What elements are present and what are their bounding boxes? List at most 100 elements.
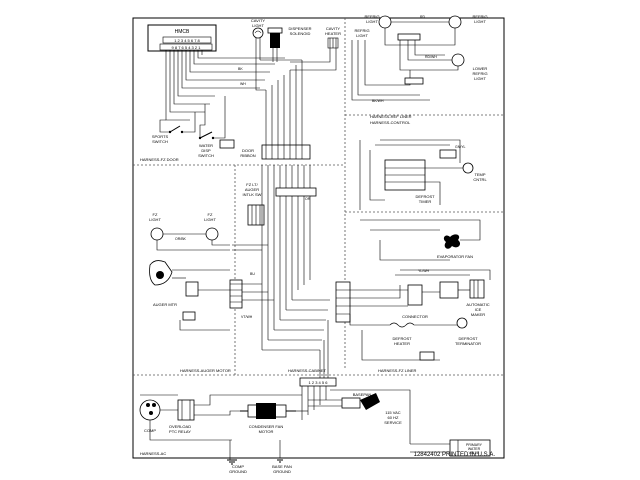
basepan-label: BASEPAN [353, 392, 372, 397]
wire-code: BU [250, 272, 255, 276]
wire-code: GN/YL [455, 145, 466, 149]
cavity-heater-label-2: HEATER [325, 31, 341, 36]
defrost-terminator-label-1: DEFROST [458, 336, 478, 341]
harness-fz-liner-label: HARNESS-FZ LINER [378, 368, 417, 373]
cavity-heater-label-1: CAVITY [326, 26, 340, 31]
refrig-light-right-label-1: REFRIG [472, 14, 487, 19]
condenser-fan-motor-label-2: MOTOR [259, 429, 274, 434]
fill-valve-label-3: VALVE [469, 451, 480, 455]
control-section: DEFROST TIMER TEMP CNTRL [359, 139, 487, 210]
base-pan-ground-label-1: BASE PAN [272, 464, 292, 469]
hmcb-pins-bottom: 9 8 7 6 5 4 3 2 1 [172, 45, 202, 50]
fz-light-auger-label-1: FZ LT/ [246, 182, 258, 187]
door-ribbon: DOOR RIBBON [240, 59, 311, 160]
water-disp-switch-label-3: SWITCH [198, 153, 214, 158]
fz-light-left-label-2: LIGHT [149, 217, 161, 222]
service-cord-label-1: 115 VAC [385, 410, 401, 415]
refrig-light-upper-label-2: LIGHT [366, 19, 378, 24]
cavity-light-label-1: CAVITY [251, 18, 265, 23]
fz-light-auger-label-2: AUGER [245, 187, 259, 192]
defrost-heater-label-1: DEFROST [392, 336, 412, 341]
refrig-lights: REFRIG LIGHT REFRIG LIGHT LOWER REFRIG L… [351, 14, 488, 101]
door-ribbon-label-2: RIBBON [240, 153, 255, 158]
auger-motor: AUGER MTR [149, 260, 274, 331]
base-pan-ground-label-2: GROUND [273, 469, 291, 474]
fill-valve-label-2: WATER [468, 447, 481, 451]
wire-code-labels: BK WH BU OR RD GN/YL BK/WH RD/WH OR/BK Y… [175, 15, 466, 319]
cabinet-pins: 1 2 3 4 5 6 [309, 380, 329, 385]
automatic-ice-maker-label-2: ICE [475, 307, 482, 312]
dispenser-solenoid-label-2: SOLENOID [290, 31, 311, 36]
water-disp-switch-label-2: DISP [201, 148, 211, 153]
fz-liner-section: EVAPORATOR FAN AUTOMATIC ICE MAKER CONNE… [349, 219, 491, 361]
water-disp-switch-label-1: WATER [199, 143, 213, 148]
wire-code: BK [238, 67, 243, 71]
temp-cntrl-label-2: CNTRL [473, 177, 487, 182]
wire-code: WH [240, 82, 246, 86]
fz-light-right-label-2: LIGHT [204, 217, 216, 222]
main-harness-bundle [232, 165, 330, 351]
comp-ground-label-2: GROUND [229, 469, 247, 474]
refrig-light-right-label-2: LIGHT [474, 19, 486, 24]
condenser-fan-motor-label-1: CONDENSER FAN [249, 424, 284, 429]
wire-code: OR/BK [175, 237, 187, 241]
automatic-ice-maker-label-1: AUTOMATIC [466, 302, 489, 307]
cavity-heater: CAVITY HEATER [290, 26, 341, 71]
lower-refrig-light-label-1: LOWER [473, 66, 488, 71]
refrig-light-upper-label-1: REFRIG [364, 14, 379, 19]
refrig-light-mid-label-2: LIGHT [356, 33, 368, 38]
fz-light-auger-switch: FZ LT/ AUGER INTLK SW [243, 182, 265, 226]
harness-cabinet-label: HARNESS-CABINET [288, 368, 327, 373]
fz-lights: FZ LIGHT FZ LIGHT [149, 212, 230, 251]
wire-code: RD [420, 15, 426, 19]
fill-valve-label-1: PRIMARY [466, 443, 483, 447]
evaporator-fan-label: EVAPORATOR FAN [437, 254, 473, 259]
diagram-border [132, 17, 505, 459]
defrost-terminator-label-2: TERMINATOR [455, 341, 481, 346]
connector-label: CONNECTOR [402, 314, 428, 319]
hmcb-wires [165, 50, 285, 121]
harness-ref-liner-label: HARNESS-REF LINER [370, 114, 412, 119]
cabinet-connector: 1 2 3 4 5 6 [299, 281, 351, 420]
cavity-light-label-2: LIGHT [252, 23, 264, 28]
wire-code: YL/WH [418, 269, 430, 273]
door-switches: SPORTS SWITCH WATER DISP SWITCH [152, 96, 235, 158]
fz-light-auger-label-3: INTLK SW [243, 192, 262, 197]
refrig-light-mid-label-1: REFRIG [354, 28, 369, 33]
wire-code: RD/WH [425, 55, 437, 59]
defrost-heater-label-2: HEATER [394, 341, 410, 346]
harness-ac-label: HARNESS-AC [140, 451, 166, 456]
fz-light-right-label-1: FZ [208, 212, 213, 217]
hmcb-pins-top: 1 2 3 4 5 6 7 8 [174, 38, 200, 43]
lower-refrig-light-label-2: REFRIG [472, 71, 487, 76]
defrost-timer-label-1: DEFROST [415, 194, 435, 199]
cavity-light: CAVITY LIGHT [251, 18, 265, 60]
comp-ground-label-1: COMP [232, 464, 244, 469]
ac-section: COMP OVERLOAD PTC RELAY CONDENSER FAN MO… [139, 389, 491, 474]
automatic-ice-maker-label-3: MAKER [471, 312, 485, 317]
temp-cntrl-label-1: TEMP [474, 172, 485, 177]
footer-printed: 12842402 PRINTED IN U.S.A. [414, 452, 496, 458]
dispenser-solenoid: DISPENSER SOLENOID [267, 26, 312, 62]
overload-ptc-relay-label-1: OVERLOAD [169, 424, 191, 429]
fz-light-left-label-1: FZ [153, 212, 158, 217]
overload-ptc-relay-label-2: PTC RELAY [169, 429, 191, 434]
hmcb-board: HMCB 1 2 3 4 5 6 7 8 9 8 7 6 5 4 3 2 1 [147, 24, 217, 52]
sports-switch-label-1: SPORTS [152, 134, 169, 139]
lower-refrig-light-label-3: LIGHT [474, 76, 486, 81]
harness-control-label: HARNESS-CONTROL [370, 120, 411, 125]
harness-auger-motor-label: HARNESS-AUGER MOTOR [180, 368, 231, 373]
wire-code: OR [305, 197, 311, 201]
auger-motor-label: AUGER MTR [153, 302, 177, 307]
wire-code: BK/WH [372, 99, 384, 103]
region-dividers [133, 18, 504, 376]
sports-switch-label-2: SWITCH [152, 139, 168, 144]
hmcb-label: HMCB [175, 29, 190, 35]
service-cord-label-3: SERVICE [384, 420, 402, 425]
wire-code: VT/WH [241, 315, 253, 319]
harness-fz-door-label: HARNESS-FZ DOOR [140, 157, 179, 162]
service-cord-label-2: 60 HZ [388, 415, 399, 420]
dispenser-solenoid-label-1: DISPENSER [288, 26, 311, 31]
defrost-timer-label-2: TIMER [419, 199, 432, 204]
